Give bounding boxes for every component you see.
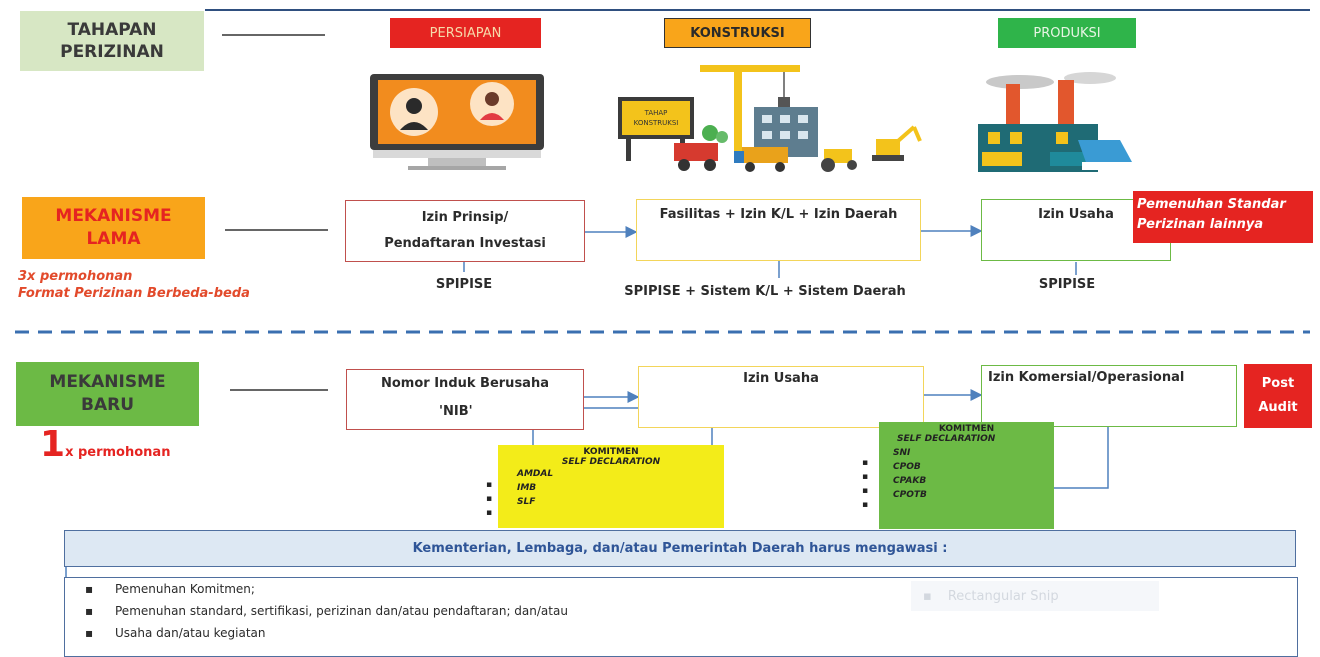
stage-persiapan-label: PERSIAPAN [429, 25, 502, 41]
tahapan-line-1: TAHAPAN [67, 20, 157, 40]
izin-usaha-baru-box: Izin Usaha [638, 366, 924, 428]
pemenuhan-standar-note: Pemenuhan Standar Perizinan lainnya [1133, 191, 1313, 243]
oversight-item-text: Pemenuhan Komitmen; [115, 582, 255, 596]
lama-note-line-2: Format Perizinan Berbeda-beda [18, 286, 250, 301]
lama-title-line-2: LAMA [86, 229, 141, 249]
svg-text:KONSTRUKSI: KONSTRUKSI [634, 119, 679, 127]
baru-count-note: 1x permohonan [40, 424, 260, 465]
nib-line-1: Nomor Induk Berusaha [381, 376, 549, 391]
izin-komersial-box: Izin Komersial/Operasional [981, 365, 1237, 427]
oversight-item-text: Usaha dan/atau kegiatan [115, 626, 266, 640]
factory-illustration-icon [978, 72, 1134, 172]
komersial-link [1053, 427, 1109, 489]
stage-konstruksi-label: KONSTRUKSI [690, 25, 785, 41]
mekanisme-lama-label: MEKANISME LAMA [22, 197, 205, 259]
komitmen1-item: AMDAL [517, 469, 554, 479]
pemenuhan-standar-line-1: Pemenuhan Standar [1137, 197, 1286, 212]
oversight-item-text: Pemenuhan standard, sertifikasi, perizin… [115, 604, 568, 618]
spipise-1-text: SPIPISE [435, 276, 493, 292]
komitmen2-subtitle: SELF DECLARATION [897, 434, 996, 444]
construction-illustration-icon: TAHAP KONSTRUKSI [618, 65, 922, 172]
baru-count-number: 1 [40, 424, 66, 465]
post-audit-badge: Post Audit [1244, 364, 1312, 428]
komitmen2-title: KOMITMEN [938, 424, 995, 434]
spipise-label-1: SPIPISE [404, 274, 524, 294]
tahapan-line-2: PERIZINAN [60, 42, 164, 62]
oversight-item: ▪Pemenuhan Komitmen; [85, 582, 255, 596]
baru-title-line-1: MEKANISME [49, 372, 166, 392]
komitmen2-item: CPOTB [893, 490, 927, 500]
izin-komersial-text: Izin Komersial/Operasional [988, 370, 1185, 385]
svg-text:TAHAP: TAHAP [644, 109, 668, 117]
post-audit-line-2: Audit [1258, 400, 1298, 415]
fasilitas-text: Fasilitas + Izin K/L + Izin Daerah [659, 207, 898, 222]
spipise-2-text: SPIPISE + Sistem K/L + Sistem Daerah [624, 283, 906, 299]
komitmen-box-amdal: KOMITMEN SELF DECLARATION AMDAL IMB SLF [498, 445, 724, 528]
rectangular-snip-ghost-text: Rectangular Snip [947, 588, 1059, 604]
lama-title-line-1: MEKANISME [55, 206, 172, 226]
komitmen2-item: SNI [893, 448, 911, 458]
oversight-header: Kementerian, Lembaga, dan/atau Pemerinta… [64, 530, 1296, 567]
tahapan-perizinan-label: TAHAPAN PERIZINAN [20, 11, 204, 71]
komitmen1-subtitle: SELF DECLARATION [561, 457, 661, 467]
oversight-item: ▪Usaha dan/atau kegiatan [85, 626, 266, 640]
spipise-label-3: SPIPISE [1012, 274, 1122, 294]
izin-usaha-baru-text: Izin Usaha [743, 371, 819, 386]
nib-line-2: 'NIB' [439, 404, 473, 419]
oversight-list: ▪Pemenuhan Komitmen; ▪Pemenuhan standard… [64, 577, 1298, 657]
spipise-label-2: SPIPISE + Sistem K/L + Sistem Daerah [615, 281, 915, 301]
lama-note: 3x permohonan Format Perizinan Berbeda-b… [18, 268, 278, 302]
komitmen2-bullets: ▪▪▪▪ [862, 458, 869, 510]
baru-count-text: x permohonan [65, 445, 171, 460]
izin-usaha-lama-text: Izin Usaha [1038, 207, 1114, 222]
baru-title-line-2: BARU [80, 395, 134, 415]
komitmen2-item: CPOB [893, 462, 921, 472]
komitmen1-bullets: ▪▪▪ [486, 480, 493, 518]
izin-prinsip-line-1: Izin Prinsip/ [421, 210, 509, 225]
komitmen1-item: IMB [517, 483, 537, 493]
stage-produksi-label: PRODUKSI [1033, 25, 1101, 41]
rectangular-snip-ghost: ▪Rectangular Snip [911, 581, 1159, 611]
stage-konstruksi: KONSTRUKSI [664, 18, 811, 48]
komitmen1-title: KOMITMEN [583, 447, 639, 457]
monitor-illustration-icon [370, 74, 544, 170]
komitmen2-item: CPAKB [893, 476, 927, 486]
lama-note-line-1: 3x permohonan [18, 269, 133, 284]
stage-produksi: PRODUKSI [998, 18, 1136, 48]
pemenuhan-standar-line-2: Perizinan lainnya [1137, 217, 1264, 232]
oversight-item: ▪Pemenuhan standard, sertifikasi, perizi… [85, 604, 568, 618]
spipise-3-text: SPIPISE [1038, 276, 1096, 292]
izin-prinsip-box: Izin Prinsip/ Pendaftaran Investasi [345, 200, 585, 262]
komitmen-box-sni: KOMITMEN SELF DECLARATION SNI CPOB CPAKB… [879, 422, 1054, 529]
komitmen1-item: SLF [517, 497, 536, 507]
oversight-header-text: Kementerian, Lembaga, dan/atau Pemerinta… [412, 541, 948, 556]
post-audit-line-1: Post [1261, 376, 1295, 391]
mekanisme-baru-label: MEKANISME BARU [16, 362, 199, 426]
nib-box: Nomor Induk Berusaha 'NIB' [346, 369, 584, 430]
izin-prinsip-line-2: Pendaftaran Investasi [384, 236, 546, 251]
stage-persiapan: PERSIAPAN [390, 18, 541, 48]
fasilitas-box: Fasilitas + Izin K/L + Izin Daerah [636, 199, 921, 261]
